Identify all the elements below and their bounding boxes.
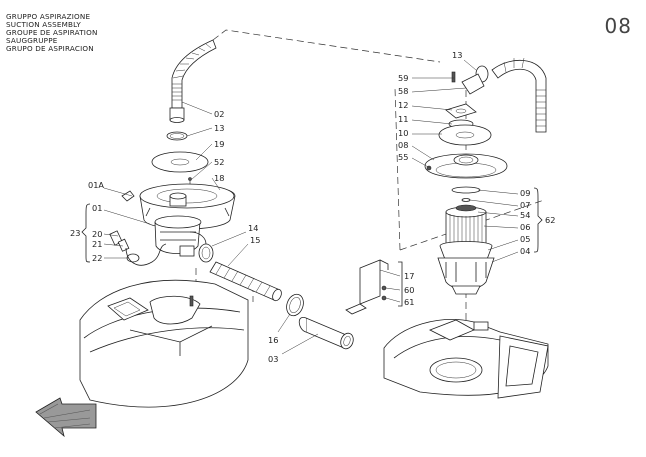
hose-right (491, 57, 547, 133)
callout-58: 58 (398, 86, 408, 96)
title-italian: GRUPPO ASPIRAZIONE (6, 12, 91, 21)
callout-12: 12 (398, 100, 408, 110)
callout-19: 19 (214, 139, 224, 149)
brace-17 (398, 261, 403, 307)
filter-disc-19 (151, 151, 209, 173)
callout-54: 54 (520, 210, 530, 220)
gasket-09 (451, 186, 481, 194)
callout-08: 08 (398, 140, 408, 150)
lid-08 (424, 153, 508, 179)
gasket-14 (198, 243, 214, 263)
hose-02 (169, 39, 217, 123)
callout-20: 20 (92, 229, 102, 239)
tank-base-right (383, 319, 549, 399)
suction-motor-01 (154, 215, 207, 257)
callout-17: 17 (404, 271, 414, 281)
ring-16 (286, 293, 304, 317)
callout-06: 06 (520, 222, 530, 232)
callout-04: 04 (520, 246, 530, 256)
callout-labels: 02 13 19 52 18 01A 01 23 20 21 22 14 15 … (70, 50, 555, 364)
brace-62 (533, 187, 543, 253)
cover-10 (438, 124, 492, 146)
callout-15: 15 (250, 235, 260, 245)
callout-62: 62 (545, 215, 555, 225)
carbon-brush-01A (121, 190, 135, 202)
tube-03 (298, 316, 354, 350)
callout-23: 23 (70, 228, 80, 238)
plate-12 (445, 103, 477, 119)
callout-60: 60 (404, 285, 414, 295)
page-number: 08 (604, 14, 632, 38)
callout-02: 02 (214, 109, 224, 119)
callout-14: 14 (248, 223, 258, 233)
motor-housing-18 (139, 183, 236, 230)
title-spanish: GRUPO DE ASPIRACION (6, 44, 94, 53)
screw-59 (451, 71, 456, 83)
callout-01A: 01A (88, 180, 104, 190)
callout-13-right: 13 (452, 50, 462, 60)
bowl-04 (437, 257, 495, 295)
nut-07 (461, 198, 471, 202)
tank-base-left (79, 279, 249, 408)
callout-21: 21 (92, 239, 102, 249)
callout-11: 11 (398, 114, 408, 124)
bracket-17 (345, 259, 389, 315)
callout-09: 09 (520, 188, 530, 198)
callout-18: 18 (214, 173, 224, 183)
title-french: GROUPE DE ASPIRATION (6, 28, 98, 37)
callout-22: 22 (92, 253, 102, 263)
callout-05: 05 (520, 234, 530, 244)
filter-cartridge-06 (445, 204, 487, 246)
callout-52: 52 (214, 157, 224, 167)
direction-arrow-icon (35, 397, 97, 438)
callout-16: 16 (268, 335, 278, 345)
elbow-58 (461, 73, 485, 95)
title-english: SUCTION ASSEMBLY (6, 20, 82, 29)
hose-15 (209, 261, 282, 302)
brace-23 (81, 203, 91, 263)
title-german: SAUGGRUPPE (6, 36, 58, 45)
cable-22 (125, 243, 167, 266)
callout-01: 01 (92, 203, 102, 213)
callout-61: 61 (404, 297, 414, 307)
callout-59: 59 (398, 73, 408, 83)
callout-10: 10 (398, 128, 408, 138)
callout-07: 07 (520, 200, 530, 210)
callout-13-left: 13 (214, 123, 224, 133)
leader-lines (103, 59, 519, 355)
callout-03: 03 (268, 354, 278, 364)
callout-55: 55 (398, 152, 408, 162)
